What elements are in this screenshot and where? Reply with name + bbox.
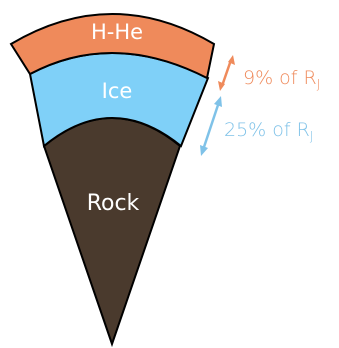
- rock-layer: [42, 117, 182, 348]
- hhe-thickness-label: 9% of RJ: [243, 67, 320, 91]
- ice-thickness-arrow: [200, 96, 222, 156]
- hhe-layer: [9, 13, 216, 80]
- hhe-thickness-arrow: [218, 55, 235, 91]
- ice-thickness-label: 25% of RJ: [224, 119, 313, 143]
- rock-label: Rock: [87, 191, 140, 216]
- ice-label: Ice: [102, 79, 133, 103]
- hhe-label: H-He: [91, 20, 143, 44]
